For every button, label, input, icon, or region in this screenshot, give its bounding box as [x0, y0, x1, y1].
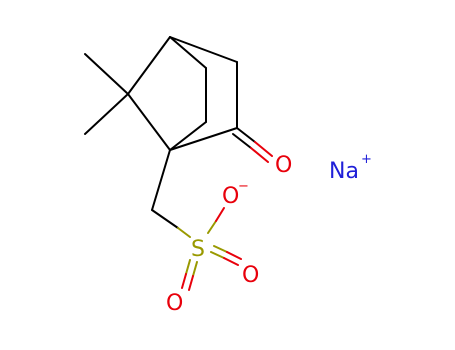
atom-oxygen-minus: O — [222, 184, 239, 209]
bond-bridge-top — [127, 36, 171, 95]
atom-oxygen-right: O — [242, 263, 259, 288]
bond-gem-methyl-lower — [84, 93, 129, 135]
charge-sodium: + — [361, 152, 372, 167]
bond-bridgehead-to-ch2 — [151, 149, 171, 211]
bond-top-right — [169, 36, 238, 63]
charge-oxygen-minus: − — [238, 179, 249, 194]
atom-sulfur: S — [191, 237, 205, 262]
atom-oxygen-ketone: O — [275, 153, 292, 178]
s-o-right-double-bond — [210, 245, 242, 266]
c-s-bond — [151, 209, 191, 238]
bond-bridge-bottom — [127, 93, 171, 151]
bond-carbonyl-to-bridgehead — [169, 127, 238, 151]
bond-gem-methyl-upper — [84, 53, 129, 95]
bond-inner-to-bridgehead — [169, 121, 207, 151]
atom-sodium: Na — [329, 159, 359, 184]
carbon-skeleton — [84, 36, 238, 211]
s-o-down-double-bond — [181, 259, 198, 291]
atom-oxygen-down: O — [166, 291, 183, 316]
bond-top-inner — [169, 36, 207, 69]
s-o-minus-bond — [207, 207, 225, 234]
carbonyl-double-bond — [232, 127, 273, 163]
